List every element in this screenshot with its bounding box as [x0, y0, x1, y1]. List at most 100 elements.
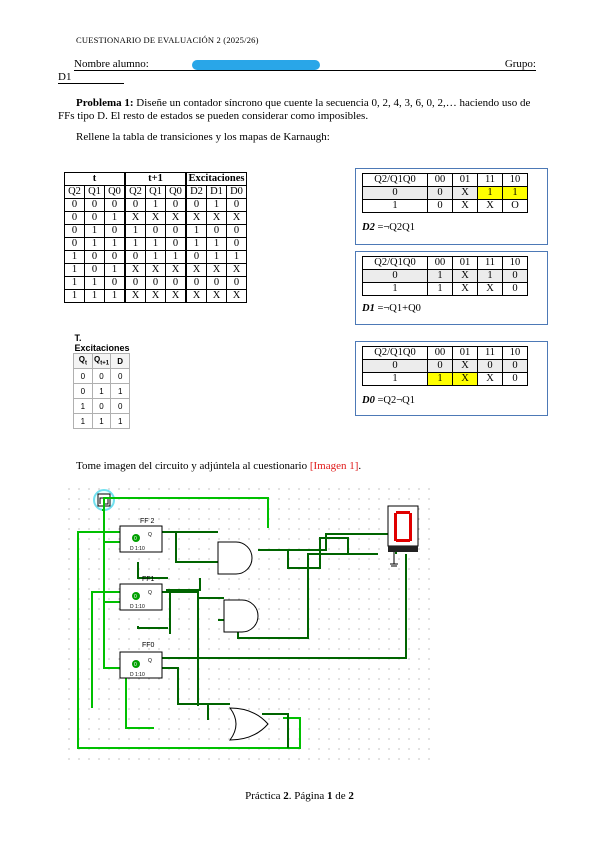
kmap-cell[interactable]: 1: [477, 269, 503, 283]
kmap-cell[interactable]: 0: [502, 282, 528, 296]
kmap-cell[interactable]: X: [477, 282, 503, 296]
table-cell[interactable]: X: [226, 211, 247, 225]
kmap-cell[interactable]: O: [502, 199, 528, 213]
table-cell[interactable]: 1: [226, 250, 247, 264]
ff2-q-pin: Q: [148, 532, 152, 538]
table-cell[interactable]: X: [185, 211, 207, 225]
table-cell[interactable]: 0: [165, 276, 187, 290]
table-cell[interactable]: 0: [165, 237, 187, 251]
column-header: D0: [226, 185, 247, 199]
table-cell[interactable]: 0: [226, 237, 247, 251]
table-cell[interactable]: 0: [124, 250, 146, 264]
table-cell[interactable]: X: [124, 263, 146, 277]
table-cell[interactable]: X: [145, 211, 166, 225]
flipflop-ff1[interactable]: FF1 0 Q D 1:10: [119, 576, 163, 611]
table-cell[interactable]: X: [145, 289, 166, 303]
kmap-cell[interactable]: 1: [427, 282, 453, 296]
kmap-col-header: 01: [452, 173, 478, 187]
table-cell[interactable]: 0: [226, 224, 247, 238]
kmap-cell[interactable]: X: [452, 282, 478, 296]
table-cell[interactable]: 1: [206, 237, 227, 251]
kmap-cell[interactable]: X: [452, 359, 478, 373]
table-cell[interactable]: X: [124, 211, 146, 225]
kmap-cell[interactable]: 0: [427, 199, 453, 213]
kmap-cell[interactable]: X: [452, 186, 478, 200]
kmap-cell[interactable]: 1: [427, 269, 453, 283]
kmap-cell[interactable]: 0: [427, 359, 453, 373]
table-cell[interactable]: X: [206, 211, 227, 225]
table-cell[interactable]: 1: [124, 224, 146, 238]
image-instruction-text: Tome imagen del circuito y adjúntela al …: [76, 460, 310, 472]
and-gate-1[interactable]: [217, 541, 253, 575]
table-cell[interactable]: X: [165, 289, 187, 303]
table-cell[interactable]: 0: [206, 276, 227, 290]
table-cell[interactable]: 1: [124, 237, 146, 251]
document-header: CUESTIONARIO DE EVALUACIÓN 2 (2025/26): [76, 35, 259, 45]
kmap-cell[interactable]: X: [477, 372, 503, 386]
table-cell[interactable]: X: [206, 263, 227, 277]
kmap-cell[interactable]: 1: [477, 186, 503, 200]
table-cell[interactable]: 1: [145, 250, 166, 264]
excitation-cell: 1: [91, 383, 112, 399]
table-cell[interactable]: 1: [145, 237, 166, 251]
table-cell[interactable]: X: [206, 289, 227, 303]
table-cell[interactable]: X: [165, 263, 187, 277]
table-cell[interactable]: 0: [165, 198, 187, 212]
table-cell[interactable]: 0: [185, 250, 207, 264]
table-cell[interactable]: 0: [226, 198, 247, 212]
or-gate[interactable]: [229, 707, 269, 741]
excitation-cell: 0: [110, 368, 131, 384]
kmap-cell[interactable]: X: [477, 199, 503, 213]
column-header: Q0: [165, 185, 187, 199]
table-cell[interactable]: 0: [165, 224, 187, 238]
table-cell[interactable]: 0: [124, 198, 146, 212]
kmap-cell[interactable]: 0: [502, 372, 528, 386]
kmap-d0-equation: D0 =Q2¬Q1: [362, 395, 415, 406]
kmap-cell[interactable]: 0: [502, 269, 528, 283]
and-gate-2[interactable]: [223, 599, 259, 633]
kmap-cell[interactable]: 0: [477, 359, 503, 373]
table-cell[interactable]: 0: [185, 276, 207, 290]
kmap-cell[interactable]: 1: [427, 372, 453, 386]
kmap-cell[interactable]: 1: [502, 186, 528, 200]
kmap-col-header: 00: [427, 173, 453, 187]
table-cell[interactable]: 0: [226, 276, 247, 290]
excitation-cell: 0: [91, 398, 112, 414]
table-cell[interactable]: 0: [145, 224, 166, 238]
kmap-col-header: 01: [452, 256, 478, 270]
table-cell[interactable]: 0: [124, 276, 146, 290]
flipflop-ff2[interactable]: FF 2 0 Q D 1:10: [119, 518, 163, 553]
table-cell[interactable]: X: [226, 289, 247, 303]
table-cell[interactable]: X: [124, 289, 146, 303]
table-cell[interactable]: 1: [206, 198, 227, 212]
table-cell[interactable]: X: [226, 263, 247, 277]
table-cell[interactable]: 0: [145, 276, 166, 290]
table-cell[interactable]: X: [165, 211, 187, 225]
kmap-cell[interactable]: 0: [502, 359, 528, 373]
kmap-cell[interactable]: 0: [427, 186, 453, 200]
table-cell: 0: [64, 198, 85, 212]
table-cell[interactable]: X: [145, 263, 166, 277]
page-footer: Práctica 2. Página 1 de 2: [0, 790, 599, 802]
seven-segment-display[interactable]: [387, 505, 419, 552]
table-cell[interactable]: X: [185, 289, 207, 303]
footer-practice-number: 2: [283, 790, 289, 802]
kmap-cell[interactable]: X: [452, 269, 478, 283]
table-cell[interactable]: 0: [185, 198, 207, 212]
kmap-col-header: 10: [502, 173, 528, 187]
table-cell[interactable]: X: [185, 263, 207, 277]
group-header-t: t: [64, 172, 126, 186]
kmap-cell[interactable]: X: [452, 372, 478, 386]
table-cell[interactable]: 1: [206, 250, 227, 264]
table-cell[interactable]: 1: [165, 250, 187, 264]
flipflop-ff0[interactable]: FF0 0 Q D 1:10: [119, 642, 163, 679]
table-cell[interactable]: 1: [185, 224, 207, 238]
table-cell[interactable]: 0: [206, 224, 227, 238]
table-cell[interactable]: 1: [185, 237, 207, 251]
column-header: Q2: [64, 185, 85, 199]
table-cell[interactable]: 1: [145, 198, 166, 212]
kmap-cell[interactable]: X: [452, 199, 478, 213]
